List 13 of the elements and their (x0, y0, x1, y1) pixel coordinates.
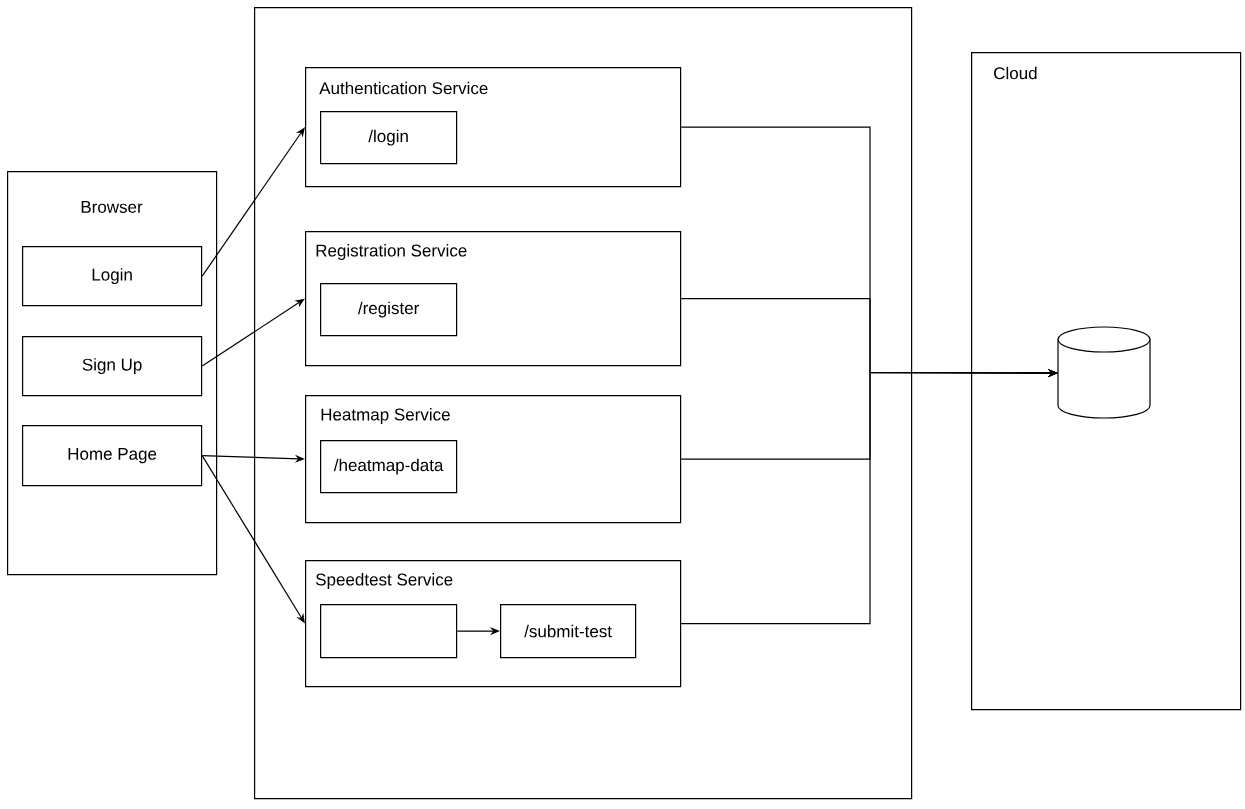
process-box: /register (320, 283, 458, 337)
container-box (254, 7, 913, 800)
process-box: Login (22, 246, 203, 307)
database-cylinder (1057, 326, 1151, 419)
process-box: Home Page (22, 425, 203, 487)
process-box (320, 604, 458, 659)
container-box: Cloud (971, 52, 1242, 711)
arrow (201, 298, 305, 367)
process-box: Sign Up (22, 336, 203, 397)
arrow (201, 127, 305, 277)
process-box: /login (320, 111, 458, 165)
process-box: /submit-test (500, 604, 637, 659)
process-box: /heatmap-data (320, 440, 458, 494)
